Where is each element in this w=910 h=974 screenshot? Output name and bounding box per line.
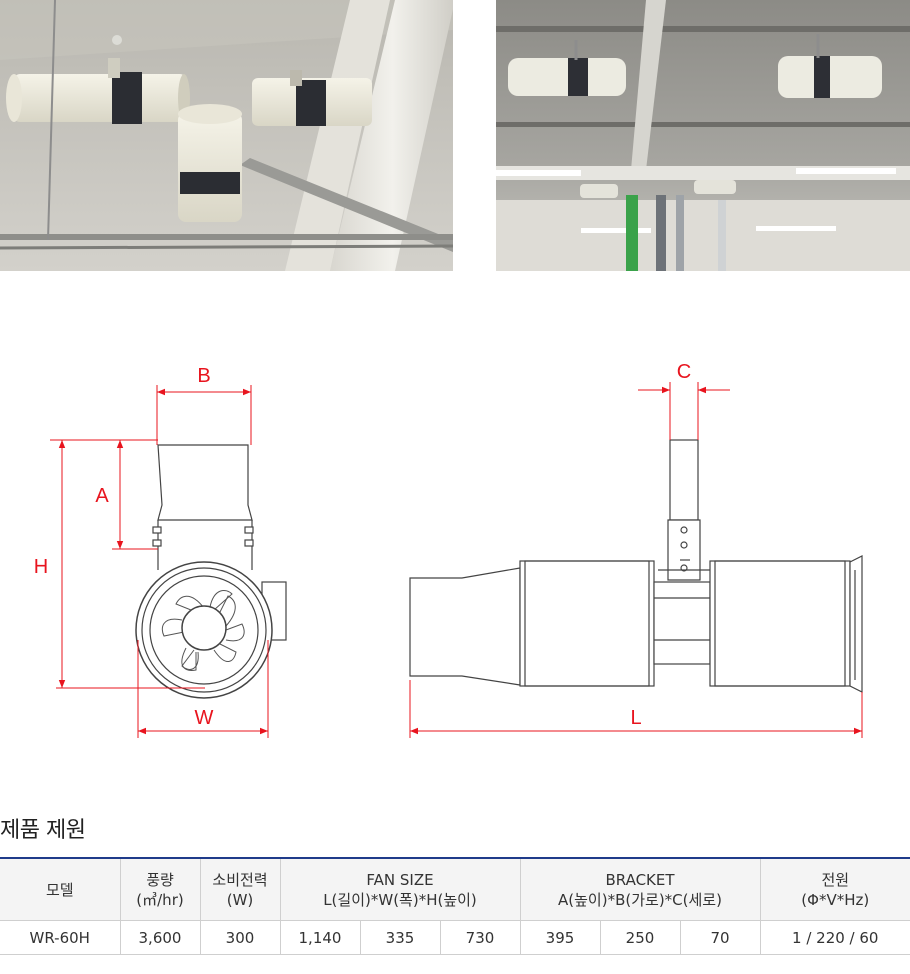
installation-photo-left (0, 0, 453, 271)
table-row: WR-60H 3,600 300 1,140 335 730 395 250 7… (0, 920, 910, 955)
cell-supply: 1 / 220 / 60 (760, 920, 910, 955)
header-fan-size: FAN SIZE L(길이)*W(폭)*H(높이) (280, 857, 521, 921)
dimension-label-a: A (95, 485, 109, 507)
header-model: 모델 (0, 857, 121, 921)
header-supply-label: 전원 (821, 870, 850, 889)
cell-bracket-c: 70 (680, 920, 761, 955)
header-airflow-label: 풍량 (146, 870, 174, 889)
front-view-dimensions (409, 382, 863, 738)
header-supply-unit: (Φ*V*Hz) (801, 890, 870, 909)
installation-photo-right (496, 0, 910, 271)
header-power-label: 소비전력 (212, 870, 268, 889)
dimension-label-w: W (195, 707, 214, 729)
technical-drawings: B A H W (0, 340, 910, 760)
header-supply: 전원 (Φ*V*Hz) (760, 857, 910, 921)
header-bracket-unit: A(높이)*B(가로)*C(세로) (558, 890, 722, 909)
header-fan-size-label: FAN SIZE (366, 870, 434, 889)
cell-model: WR-60H (0, 920, 121, 955)
side-view-dimensions (50, 385, 269, 738)
table-header-row: 모델 풍량 (㎥/hr) 소비전력 (W) FAN SIZE L(길이)*W(폭… (0, 857, 910, 921)
cell-airflow: 3,600 (120, 920, 201, 955)
dimension-label-c: C (677, 361, 691, 383)
header-bracket-label: BRACKET (605, 870, 675, 889)
header-airflow: 풍량 (㎥/hr) (120, 857, 201, 921)
header-power-unit: (W) (226, 890, 254, 909)
spec-table: 모델 풍량 (㎥/hr) 소비전력 (W) FAN SIZE L(길이)*W(폭… (0, 857, 910, 955)
dimension-label-b: B (197, 365, 210, 387)
header-power: 소비전력 (W) (200, 857, 281, 921)
cell-bracket-a: 395 (520, 920, 601, 955)
side-view-drawing (135, 444, 287, 699)
header-airflow-unit: (㎥/hr) (136, 890, 184, 909)
cell-fan-w: 335 (360, 920, 441, 955)
dimension-label-l: L (630, 707, 641, 729)
front-view-drawing (409, 439, 863, 693)
header-fan-size-unit: L(길이)*W(폭)*H(높이) (323, 890, 477, 909)
cell-bracket-b: 250 (600, 920, 681, 955)
cell-fan-l: 1,140 (280, 920, 361, 955)
section-title: 제품 제원 (0, 818, 86, 843)
cell-fan-h: 730 (440, 920, 521, 955)
header-bracket: BRACKET A(높이)*B(가로)*C(세로) (520, 857, 761, 921)
dimension-label-h: H (34, 556, 48, 578)
cell-power: 300 (200, 920, 281, 955)
